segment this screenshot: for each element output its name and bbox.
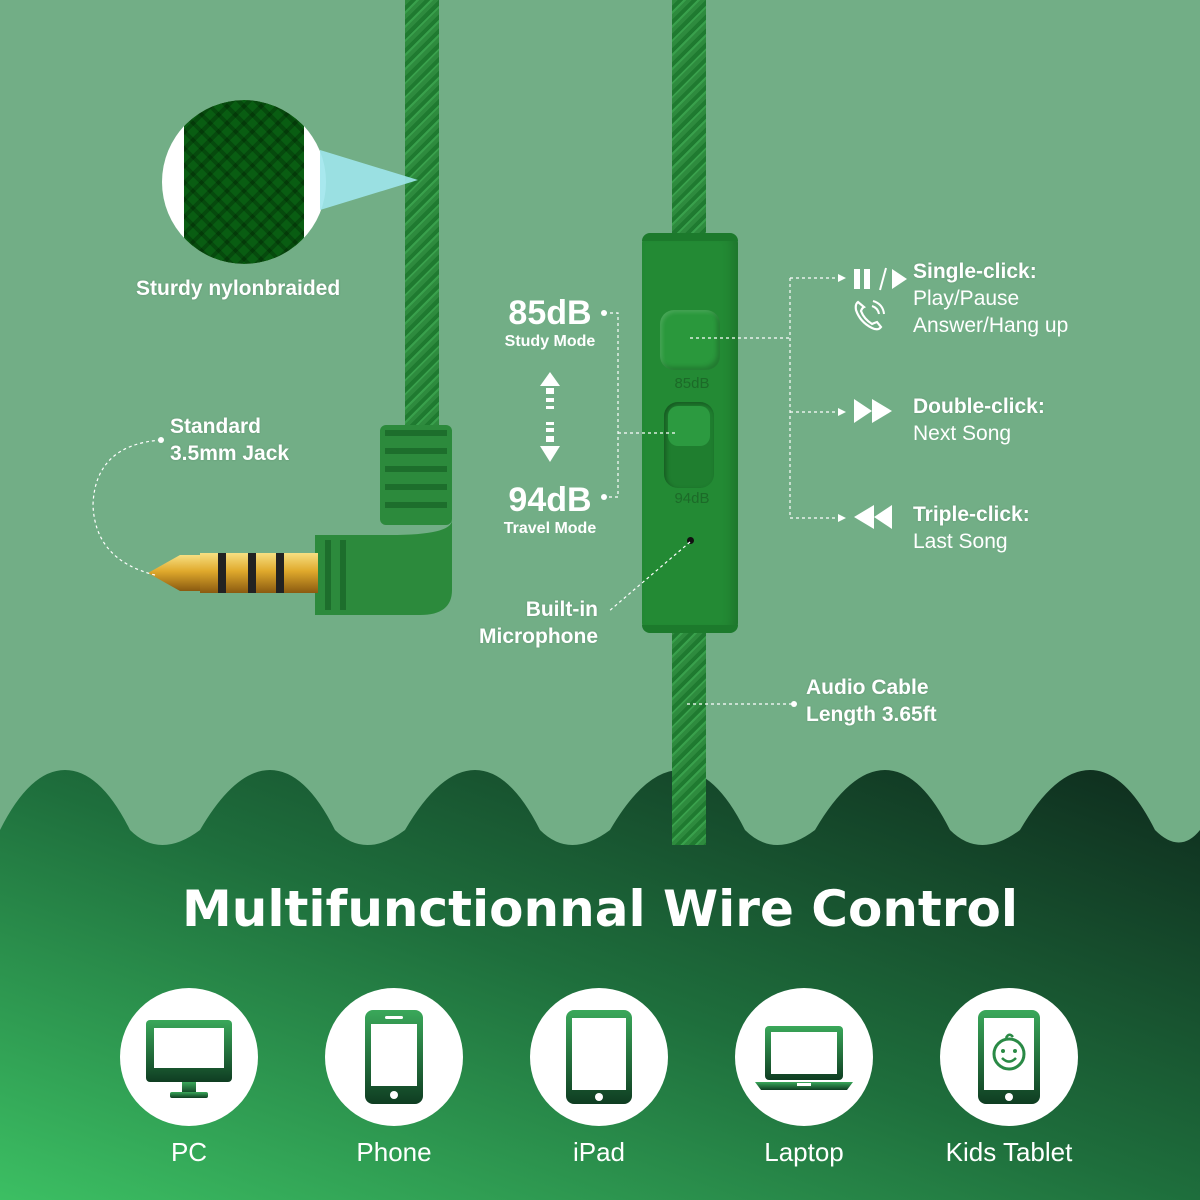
cable-label-line2: Length 3.65ft <box>806 703 937 726</box>
remote-cap-top <box>642 233 738 241</box>
kids-tablet-icon <box>978 1010 1040 1104</box>
high-db: 85dB <box>508 294 592 332</box>
cable-label-line1: Audio Cable <box>806 676 929 699</box>
triple-click-line1: Last Song <box>913 530 1008 553</box>
right-cable-lower <box>672 630 706 845</box>
triple-click-title: Triple-click: <box>913 503 1030 526</box>
microphone-hole <box>687 537 694 544</box>
rewind-icon <box>854 505 892 529</box>
single-click-title: Single-click: <box>913 260 1037 283</box>
right-cable <box>672 0 706 240</box>
jack-plug <box>148 425 452 615</box>
volume-switch-knob[interactable] <box>668 406 710 446</box>
page-title: Multifunctionnal Wire Control <box>182 880 1018 938</box>
study-mode: Study Mode <box>504 333 596 350</box>
remote-button[interactable] <box>660 310 720 370</box>
single-click-line2: Answer/Hang up <box>913 314 1069 337</box>
remote-94db: 94dB <box>674 490 710 507</box>
play-pause-icon <box>854 267 907 291</box>
device-pc <box>120 988 258 1126</box>
left-cable <box>405 0 439 435</box>
device-label-laptop: Laptop <box>764 1137 844 1167</box>
zoom-pointer <box>320 150 418 210</box>
phone-call-icon <box>854 300 885 331</box>
fast-forward-icon <box>854 399 892 423</box>
phone-icon <box>365 1010 423 1104</box>
device-label-pc: PC <box>170 1137 208 1167</box>
device-label-phone: Phone <box>356 1137 432 1167</box>
mic-label-line1: Built-in <box>525 598 598 621</box>
device-ipad <box>530 988 668 1126</box>
jack-leader <box>92 437 164 576</box>
mic-label-line2: Microphone <box>479 625 598 648</box>
monitor-icon <box>146 1020 232 1098</box>
device-laptop <box>735 988 873 1126</box>
volume-arrow-icon <box>540 372 560 462</box>
laptop-icon <box>755 1026 853 1090</box>
remote-85db: 85dB <box>674 375 710 392</box>
device-kids-tablet <box>940 988 1078 1126</box>
double-click-line1: Next Song <box>913 422 1012 445</box>
controls-leader <box>690 274 846 522</box>
tablet-icon <box>566 1010 632 1104</box>
single-click-line1: Play/Pause <box>913 287 1020 310</box>
jack-label-line2: 3.5mm Jack <box>170 442 290 465</box>
device-phone <box>325 988 463 1126</box>
low-db: 94dB <box>508 481 592 519</box>
device-label-kids-tablet: Kids Tablet <box>945 1137 1073 1167</box>
jack-label-line1: Standard <box>170 415 262 438</box>
nylon-zoom <box>162 100 326 264</box>
nylon-label: Sturdy nylonbraided <box>136 277 341 300</box>
device-label-ipad: iPad <box>572 1137 626 1167</box>
double-click-title: Double-click: <box>913 395 1045 418</box>
mic-leader <box>607 541 691 613</box>
remote-cap-bottom <box>642 625 738 633</box>
cable-leader <box>687 701 797 707</box>
travel-mode: Travel Mode <box>503 520 597 537</box>
volume-leader <box>601 310 676 500</box>
